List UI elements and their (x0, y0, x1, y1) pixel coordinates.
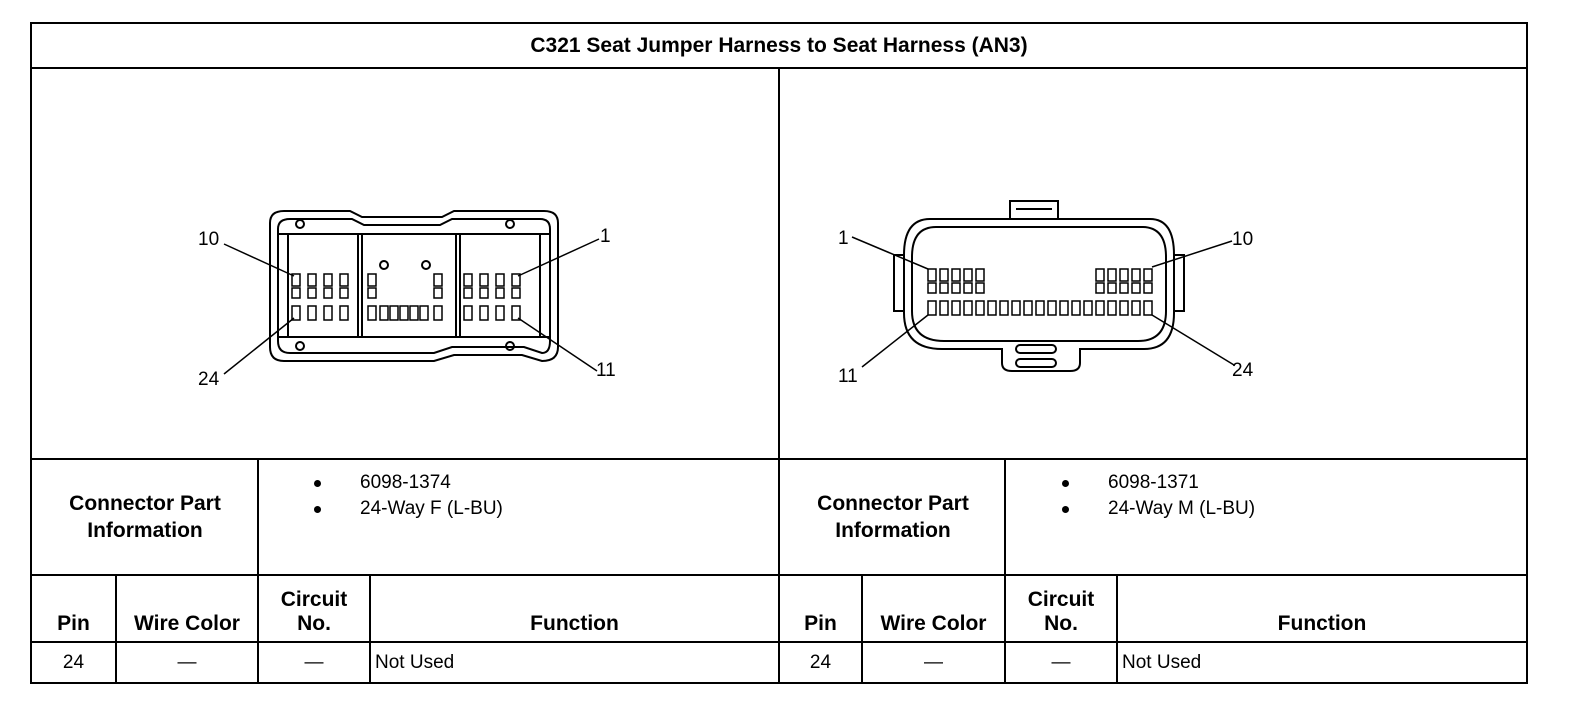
pin-cavities (927, 268, 1153, 316)
table-cell-wire-color: — (924, 652, 943, 673)
column-header-function: Function (1277, 612, 1367, 635)
part-description: 24-Way M (L-BU) (1108, 498, 1256, 519)
male-connector-drawing: 1 10 11 24 (838, 200, 1254, 387)
pin-label-10: 10 (198, 229, 219, 250)
connector-sheet: C321 Seat Jumper Harness to Seat Harness… (30, 22, 1528, 684)
table-cell-wire-color: — (177, 652, 197, 673)
divider (369, 574, 371, 684)
pin-label-24: 24 (198, 369, 220, 390)
female-connector-drawing: 10 1 24 11 (198, 210, 616, 390)
connector-outline (903, 218, 1175, 372)
connector-part-info-label: Connector Part Information (817, 492, 969, 542)
column-header-function: Function (530, 612, 619, 635)
bullet-icon (1062, 506, 1069, 513)
column-header-wire-color: Wire Color (134, 612, 240, 635)
table-cell-function: Not Used (1122, 652, 1202, 673)
bullet-icon (314, 506, 321, 513)
column-header-wire-color: Wire Color (880, 612, 987, 635)
leader-lines (851, 236, 1235, 368)
table-cell-circuit: — (304, 652, 324, 673)
pin-cavities (291, 273, 521, 321)
pin-label-1: 1 (838, 228, 849, 249)
part-number: 6098-1374 (360, 472, 451, 493)
connector-inner-outline (911, 226, 1167, 342)
bullet-icon (314, 480, 321, 487)
part-description: 24-Way F (L-BU) (360, 498, 503, 519)
part-info-list: 6098-1371 24-Way M (L-BU) (1062, 470, 1502, 522)
connector-part-info-label: Connector Part Information (69, 492, 221, 542)
part-info-list: 6098-1374 24-Way F (L-BU) (314, 470, 754, 522)
divider (257, 458, 259, 684)
page-title: C321 Seat Jumper Harness to Seat Harness… (530, 33, 1028, 57)
divider (861, 574, 863, 684)
column-header-circuit-no: Circuit No. (1027, 588, 1095, 635)
connector-inner-outline (277, 218, 551, 355)
column-header-circuit-no: Circuit No. (280, 588, 348, 635)
part-number: 6098-1371 (1108, 472, 1199, 493)
pin-label-10: 10 (1232, 229, 1253, 250)
pin-label-11: 11 (838, 366, 858, 387)
pin-label-11: 11 (596, 360, 616, 381)
divider (1004, 458, 1006, 684)
bullet-icon (1062, 480, 1069, 487)
divider (115, 574, 117, 684)
leader-lines (223, 238, 600, 375)
pin-label-1: 1 (600, 226, 611, 247)
table-cell-pin: 24 (809, 652, 832, 673)
connector-outline (269, 210, 559, 363)
divider (1116, 574, 1118, 684)
pin-label-24: 24 (1232, 360, 1254, 381)
table-cell-function: Not Used (375, 652, 455, 673)
table-cell-pin: 24 (62, 652, 85, 673)
column-header-pin: Pin (804, 612, 837, 635)
column-header-pin: Pin (57, 612, 90, 635)
divider (778, 67, 780, 684)
table-cell-circuit: — (1051, 652, 1071, 673)
